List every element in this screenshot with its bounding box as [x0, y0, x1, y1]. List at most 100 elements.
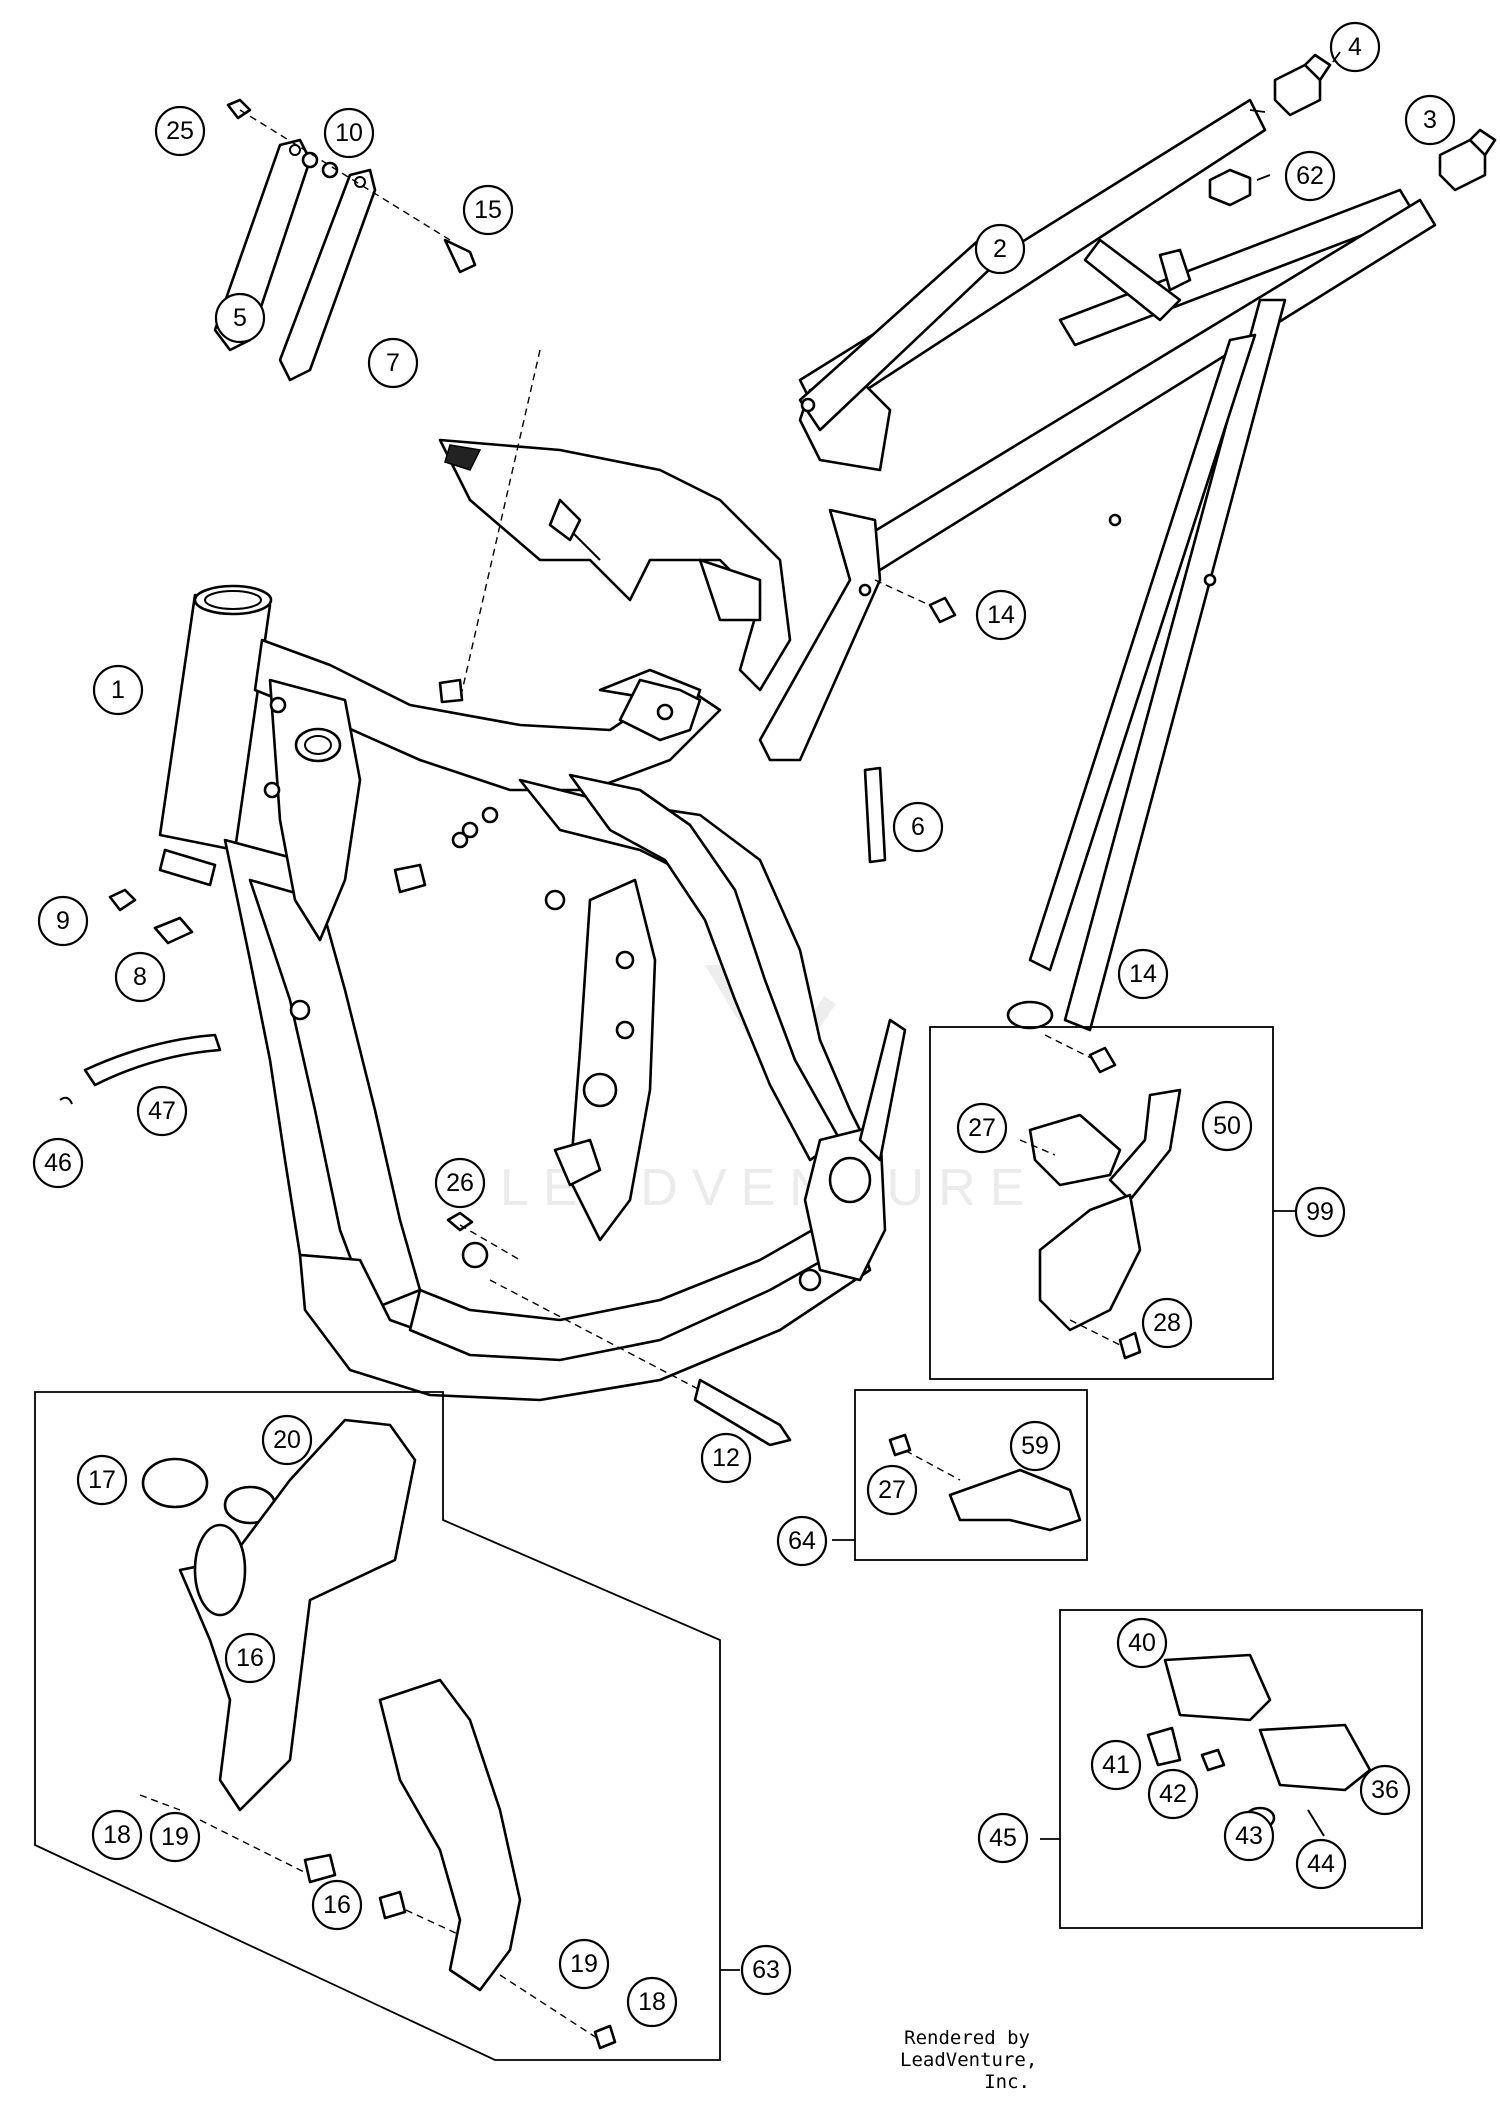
callout-circle [261, 1414, 313, 1466]
callout-number: 16 [323, 1891, 351, 1919]
callout-59: 59 [1009, 1420, 1061, 1472]
callout-circle [956, 1102, 1008, 1154]
callout-17: 17 [76, 1454, 128, 1506]
callout-14: 14 [1117, 948, 1169, 1000]
box-64-chain-guide [832, 1389, 1088, 1561]
callout-number: 47 [148, 1097, 176, 1125]
callout-number: 8 [133, 963, 147, 991]
callout-circle [1116, 1617, 1168, 1669]
callout-number: 15 [474, 196, 502, 224]
callout-number: 40 [1128, 1629, 1156, 1657]
box-63-frame-protectors [34, 1391, 740, 2061]
callout-46: 46 [32, 1137, 84, 1189]
callout-number: 64 [788, 1527, 816, 1555]
callout-circle [92, 664, 144, 716]
callout-circle [975, 589, 1027, 641]
callout-circle [1147, 1768, 1199, 1820]
callout-circle [977, 1812, 1029, 1864]
callout-16: 16 [311, 1879, 363, 1931]
callout-19: 19 [149, 1811, 201, 1863]
callout-28: 28 [1141, 1297, 1193, 1349]
callout-27: 27 [956, 1102, 1008, 1154]
callout-number: 28 [1153, 1309, 1181, 1337]
callout-circle [1404, 94, 1456, 146]
callout-5: 5 [214, 292, 266, 344]
callout-number: 18 [638, 1988, 666, 2016]
callout-number: 17 [88, 1466, 116, 1494]
callout-7: 7 [367, 337, 419, 389]
callout-62: 62 [1284, 150, 1336, 202]
callout-circle [1284, 150, 1336, 202]
callout-18: 18 [91, 1809, 143, 1861]
callout-18: 18 [626, 1976, 678, 2028]
callout-number: 4 [1348, 33, 1362, 61]
callout-circle [1090, 1739, 1142, 1791]
callout-number: 99 [1306, 1198, 1334, 1226]
callout-36: 36 [1359, 1764, 1411, 1816]
callout-circle [1294, 1186, 1346, 1238]
callout-number: 19 [161, 1823, 189, 1851]
callout-number: 25 [166, 117, 194, 145]
callout-63: 63 [740, 1944, 792, 1996]
callout-number: 10 [335, 119, 363, 147]
callout-circle [892, 801, 944, 853]
callout-circle [311, 1879, 363, 1931]
callout-circle [1329, 21, 1381, 73]
hose-47-clip-46 [59, 1033, 222, 1105]
callout-circle [700, 1432, 752, 1484]
callout-number: 36 [1371, 1776, 1399, 1804]
callout-number: 18 [103, 1821, 131, 1849]
upper-frame-guard-7 [438, 349, 792, 701]
callout-19: 19 [558, 1938, 610, 1990]
callout-circle [154, 105, 206, 157]
callout-number: 26 [446, 1169, 474, 1197]
callout-circle [1141, 1297, 1193, 1349]
callout-number: 42 [1159, 1780, 1187, 1808]
bolts-14 [874, 579, 1117, 1074]
callout-leaders [1249, 51, 1341, 181]
bolt-8-nut-9 [108, 888, 194, 945]
callout-group: 1234567891012141415161617181819192025262… [32, 21, 1456, 2028]
nut-62-part [1208, 168, 1252, 207]
callout-circle [214, 292, 266, 344]
box-45-footpegs [1040, 1609, 1423, 1929]
callout-8: 8 [114, 951, 166, 1003]
rear-subframe [758, 98, 1437, 1032]
callout-number: 1 [111, 676, 125, 704]
callout-number: 43 [1235, 1822, 1263, 1850]
callout-circle [1223, 1810, 1275, 1862]
callout-number: 14 [1129, 960, 1157, 988]
callout-number: 9 [56, 907, 70, 935]
callout-number: 59 [1021, 1432, 1049, 1460]
callout-26: 26 [434, 1157, 486, 1209]
callout-number: 14 [987, 601, 1015, 629]
callout-9: 9 [37, 895, 89, 947]
callout-number: 5 [233, 304, 247, 332]
callout-3: 3 [1404, 94, 1456, 146]
strap-6 [863, 766, 887, 864]
callout-44: 44 [1295, 1838, 1347, 1890]
callout-47: 47 [136, 1085, 188, 1137]
callout-42: 42 [1147, 1768, 1199, 1820]
callout-number: 19 [570, 1950, 598, 1978]
callout-50: 50 [1201, 1100, 1253, 1152]
callout-number: 46 [44, 1149, 72, 1177]
callout-number: 16 [236, 1644, 264, 1672]
callout-25: 25 [154, 105, 206, 157]
callout-20: 20 [261, 1414, 313, 1466]
callout-circle [1009, 1420, 1061, 1472]
callout-43: 43 [1223, 1810, 1275, 1862]
callout-circle [974, 223, 1026, 275]
callout-circle [776, 1515, 828, 1567]
callout-circle [434, 1157, 486, 1209]
callout-number: 63 [752, 1956, 780, 1984]
callout-6: 6 [892, 801, 944, 853]
callout-circle [76, 1454, 128, 1506]
callout-99: 99 [1294, 1186, 1346, 1238]
callout-circle [1295, 1838, 1347, 1890]
rendered-by-footer: Rendered by LeadVenture, Inc. [900, 2027, 1038, 2093]
callout-15: 15 [462, 184, 514, 236]
callout-circle [626, 1976, 678, 2028]
callout-2: 2 [974, 223, 1026, 275]
